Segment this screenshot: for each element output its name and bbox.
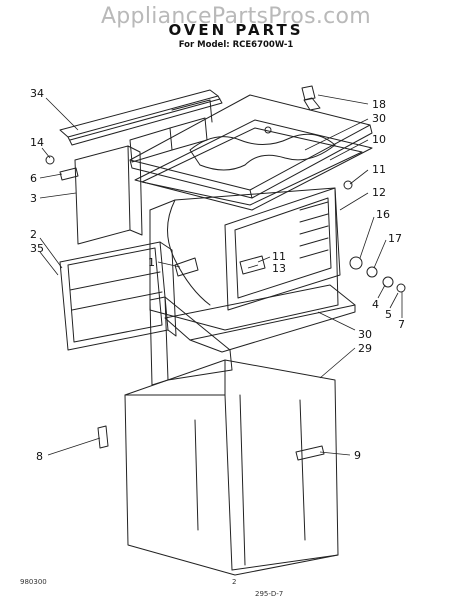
callout-7: 7 — [398, 318, 405, 331]
callout-9: 9 — [354, 449, 361, 462]
footer-left-code: 980300 — [20, 578, 47, 586]
callout-6: 6 — [30, 172, 37, 185]
callout-2: 2 — [30, 228, 37, 241]
callout-4: 4 — [372, 298, 379, 311]
leader-lines — [39, 94, 403, 456]
part-bracket-small — [174, 255, 266, 277]
watermark: AppliancePartsPros.com — [100, 4, 372, 29]
callout-35: 35 — [30, 242, 44, 255]
model-subtitle: For Model: RCE6700W-1 — [178, 40, 294, 50]
callout-17: 17 — [388, 232, 402, 245]
callout-30-bottom: 30 — [358, 328, 372, 341]
diagram-title: OVEN PARTS — [168, 21, 304, 39]
part-bottom-tray — [164, 284, 356, 353]
part-knob-assembly — [343, 180, 406, 293]
callout-3: 3 — [30, 192, 37, 205]
callout-11-inner: 11 — [272, 250, 286, 263]
part-left-side-trim — [74, 145, 143, 245]
part-front-panel — [59, 241, 233, 386]
callout-18: 18 — [372, 98, 386, 111]
part-front-frame — [224, 187, 341, 311]
part-oven-cavity — [149, 187, 339, 331]
callout-29: 29 — [358, 342, 372, 355]
part-tube — [301, 85, 321, 111]
callout-30-top: 30 — [372, 112, 386, 125]
callout-11: 11 — [372, 163, 386, 176]
part-bracket — [129, 99, 213, 163]
callout-34: 34 — [30, 87, 44, 100]
callout-10: 10 — [372, 133, 386, 146]
callout-13: 13 — [272, 262, 286, 275]
part-screw — [45, 155, 79, 181]
callout-5: 5 — [385, 308, 392, 321]
part-side-bracket — [97, 425, 109, 449]
footer-page-number: 2 — [232, 578, 237, 586]
part-cabinet — [124, 359, 339, 576]
callout-1: 1 — [148, 256, 155, 269]
callout-14: 14 — [30, 136, 44, 149]
part-top-rail — [59, 89, 223, 146]
callout-16: 16 — [376, 208, 390, 221]
callout-12: 12 — [372, 186, 386, 199]
callout-8: 8 — [36, 450, 43, 463]
footer-right-code: 295-D-7 — [255, 590, 284, 598]
